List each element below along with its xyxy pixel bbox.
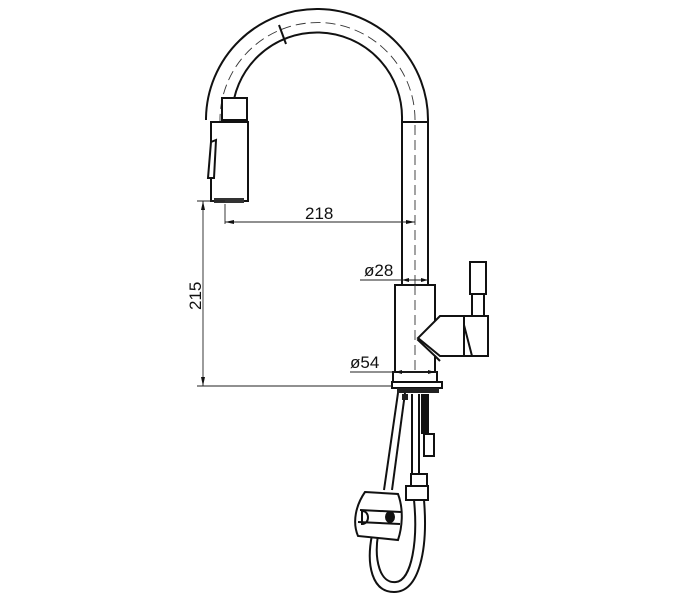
hose-weight	[354, 490, 403, 542]
faucet-body	[391, 261, 489, 393]
dimension-pipe-diameter-label: ø28	[364, 261, 393, 280]
dimension-reach-label: 218	[305, 204, 333, 223]
dimension-base-diameter-label: ø54	[350, 353, 379, 372]
spout	[205, 8, 430, 285]
dimension-lines	[197, 200, 437, 387]
hoses	[354, 392, 435, 594]
dimension-height-label: 215	[186, 282, 205, 310]
sprayer-head	[210, 121, 249, 202]
